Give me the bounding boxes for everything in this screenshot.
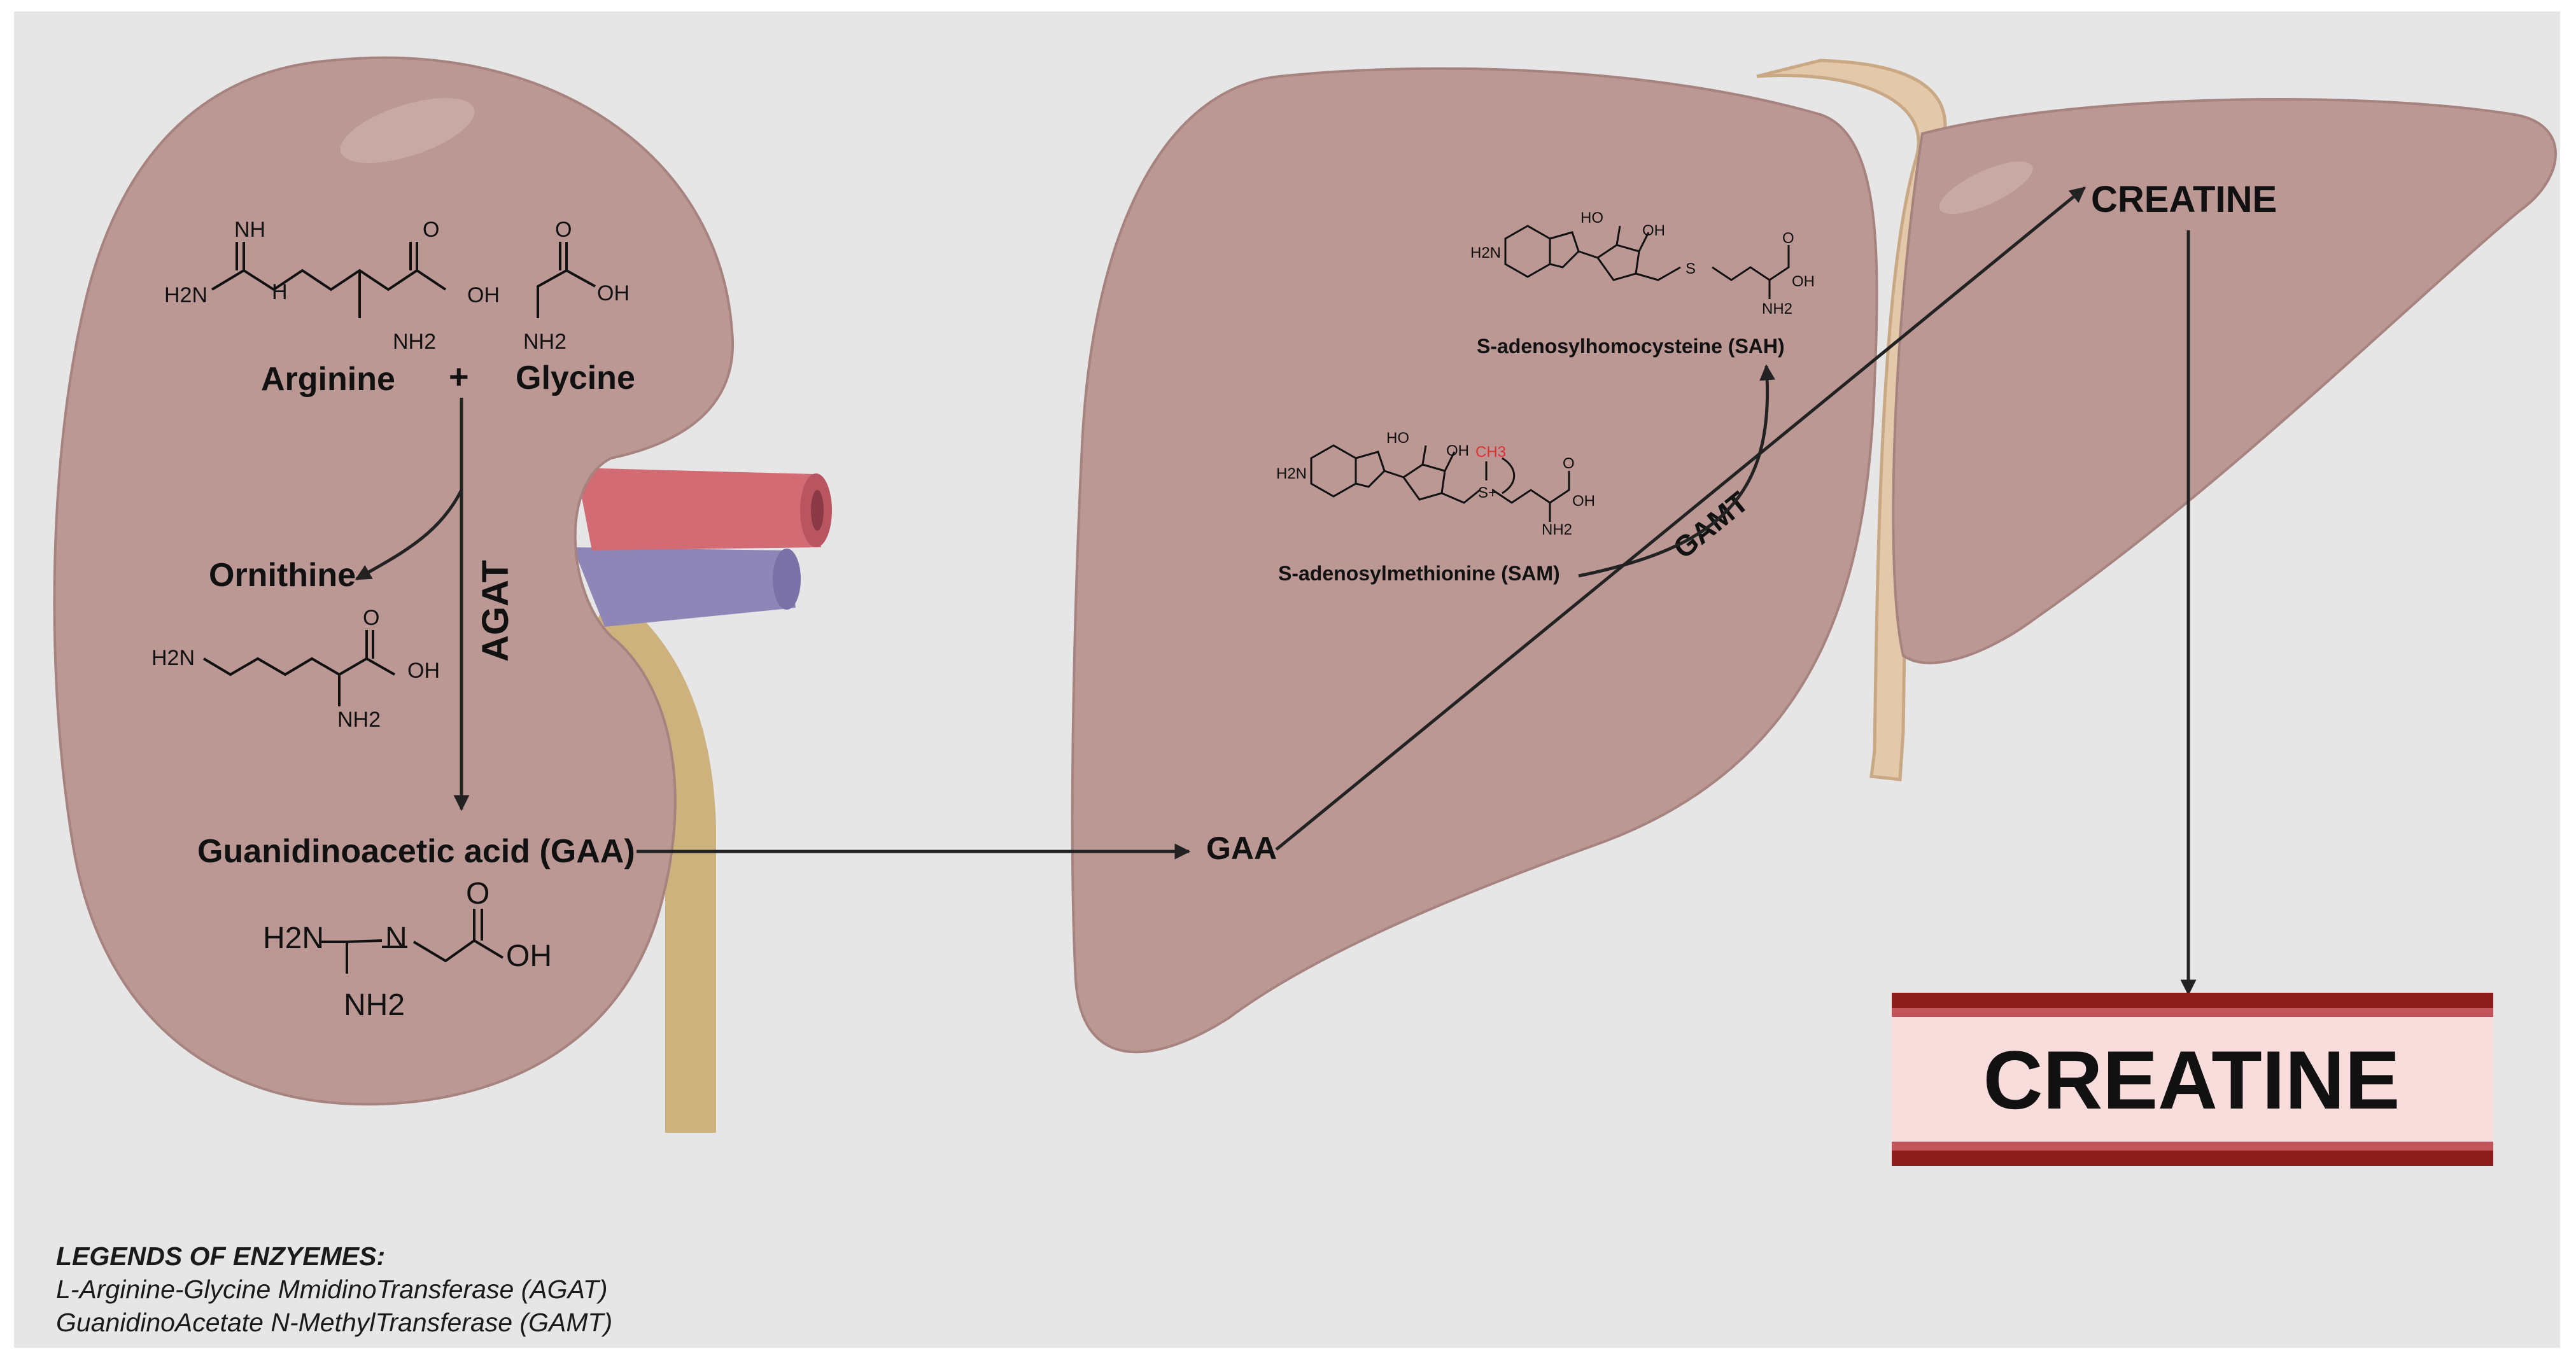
ornithine-oh: OH (407, 659, 440, 683)
sam-nh2: NH2 (1542, 521, 1572, 538)
arginine-o: O (423, 218, 439, 242)
gamt-arrow (1275, 186, 2086, 851)
arginine-h2n: H2N (164, 283, 208, 307)
sah-h2n: H2N (1470, 244, 1501, 262)
arginine-nh2: NH2 (393, 330, 436, 354)
legend-agat: L-Arginine-Glycine MmidinoTransferase (A… (56, 1275, 608, 1304)
agat-enzyme-label: AGAT (475, 560, 516, 662)
ornithine-h2n: H2N (151, 646, 195, 670)
sam-s-plus: S+ (1478, 484, 1497, 501)
liver-creatine-label: CREATINE (2091, 179, 2277, 220)
renal-artery (576, 468, 821, 550)
arginine-structure (211, 242, 447, 318)
plus-sign: + (449, 358, 469, 396)
arginine-oh: OH (467, 283, 500, 307)
sam-ho: HO (1386, 430, 1409, 447)
renal-vein (573, 547, 796, 627)
glycine-oh: OH (597, 281, 630, 305)
ureter (592, 592, 716, 1133)
glycine-o: O (555, 218, 572, 242)
sam-ch3: CH3 (1475, 444, 1506, 461)
sah-s: S (1686, 260, 1696, 277)
sam-structure (1310, 444, 1570, 522)
gaa-n: N (385, 921, 407, 955)
ornithine-o: O (363, 606, 379, 630)
gaa-h2n: H2N (263, 921, 324, 955)
ornithine-branch-arrow (355, 489, 463, 581)
sah-label: S-adenosylhomocysteine (SAH) (1477, 335, 1785, 358)
sah-oh2: OH (1792, 273, 1815, 290)
kidney-organ (53, 56, 832, 1133)
liver-left-lobe (1892, 98, 2557, 664)
legend-gamt: GuanidinoAcetate N-MethylTransferase (GA… (56, 1308, 613, 1337)
arginine-nh: NH (234, 218, 265, 242)
ornithine-label: Ornithine (209, 557, 356, 594)
liver-organ (1071, 59, 2557, 1054)
arginine-n: H (272, 280, 288, 304)
gaa-structure (321, 909, 504, 974)
enzyme-legend: LEGENDS OF ENZYEMES: L-Arginine-Glycine … (56, 1240, 1074, 1339)
sah-ho: HO (1580, 209, 1603, 227)
creatine-box (1892, 993, 2493, 1166)
gaa-full-label: Guanidinoacetic acid (GAA) (197, 833, 635, 870)
ornithine-structure (202, 630, 395, 706)
sah-o: O (1782, 230, 1794, 247)
kidney-body (53, 56, 734, 1106)
liver-gaa-label: GAA (1206, 830, 1277, 866)
arginine-label: Arginine (261, 361, 395, 398)
liver-right-lobe (1071, 67, 1878, 1054)
creatine-box-label: CREATINE (1983, 1033, 2400, 1126)
glycine-nh2: NH2 (523, 330, 567, 354)
gaa-oh: OH (506, 939, 552, 973)
sam-oh2: OH (1572, 493, 1595, 510)
glycine-structure (537, 242, 596, 318)
sah-oh1: OH (1642, 222, 1665, 239)
sam-o: O (1563, 455, 1575, 472)
ornithine-nh2: NH2 (337, 708, 381, 732)
sam-label: S-adenosylmethionine (SAM) (1278, 562, 1560, 585)
gaa-nh2: NH2 (344, 988, 405, 1022)
sah-nh2: NH2 (1762, 300, 1792, 318)
glycine-label: Glycine (516, 360, 635, 396)
sam-to-sah-arrow (1578, 364, 1776, 578)
sah-structure (1504, 225, 1790, 299)
legend-title: LEGENDS OF ENZYEMES: (56, 1242, 386, 1271)
gaa-o: O (466, 877, 489, 911)
sam-oh1: OH (1446, 442, 1469, 459)
sam-h2n: H2N (1276, 465, 1307, 482)
